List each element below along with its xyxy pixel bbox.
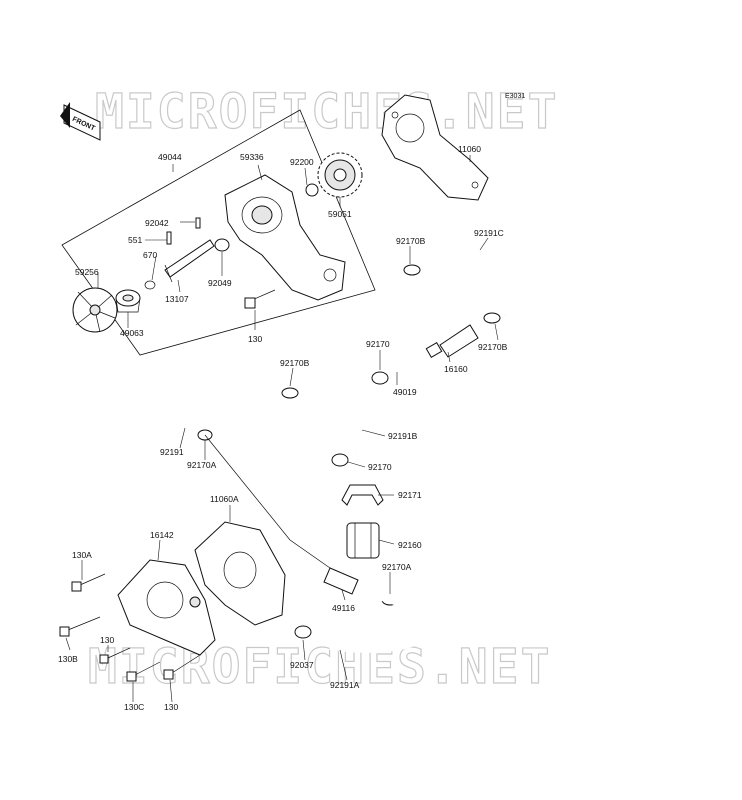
label-92170b-mid: 92170B: [280, 358, 310, 368]
label-92160: 92160: [398, 540, 422, 550]
gasket-11060a-part: [194, 521, 286, 626]
washer-part: [305, 183, 319, 197]
label-92191b: 92191B: [388, 431, 418, 441]
label-59256: 59256: [75, 267, 99, 277]
label-130b: 130B: [58, 654, 78, 664]
label-92200: 92200: [290, 157, 314, 167]
label-130-top: 130: [248, 334, 262, 344]
pump-cover-part: [117, 559, 216, 656]
bushing-part: [214, 238, 230, 252]
shaft-part: [164, 239, 215, 283]
label-92170: 92170: [366, 339, 390, 349]
label-92049: 92049: [208, 278, 232, 288]
clamp-92170-upper: [371, 371, 389, 385]
label-130c: 130C: [124, 702, 144, 712]
label-92170a-left: 92170A: [187, 460, 217, 470]
label-130-bottom: 130: [164, 702, 178, 712]
bolt-130-left-part: [99, 647, 131, 664]
bolt-130a-part: [71, 573, 106, 592]
label-130a: 130A: [72, 550, 92, 560]
pump-housing-part: [224, 174, 346, 301]
o-ring-part: [144, 280, 156, 290]
bolt-130c-part: [126, 661, 161, 682]
label-59051: 59051: [328, 209, 352, 219]
watermark-bottom: MICROFICHES.NET: [88, 639, 551, 695]
front-arrow-icon: FRONT: [60, 102, 101, 141]
label-92171: 92171: [398, 490, 422, 500]
gasket-part: [381, 94, 489, 201]
clamp-92170b-top: [403, 264, 421, 276]
label-49019: 49019: [393, 387, 417, 397]
label-49044: 49044: [158, 152, 182, 162]
clamp-92170b-right: [483, 312, 501, 324]
label-16142: 16142: [150, 530, 174, 540]
label-92170b-top: 92170B: [396, 236, 426, 246]
pin-part: [195, 217, 201, 229]
diagram-code: E3031: [505, 93, 525, 100]
label-59336: 59336: [240, 152, 264, 162]
clamp-92037: [294, 625, 312, 639]
watermark-top: MICROFICHES.NET: [95, 84, 558, 140]
label-92191a: 92191A: [330, 680, 360, 690]
label-92042: 92042: [145, 218, 169, 228]
label-49063: 49063: [120, 328, 144, 338]
label-92170-lower: 92170: [368, 462, 392, 472]
label-670: 670: [143, 250, 157, 260]
damper-92160-part: [346, 522, 380, 559]
label-11060a: 11060A: [210, 494, 239, 504]
fitting-49116-part: [323, 567, 359, 595]
label-92037: 92037: [290, 660, 314, 670]
clamp-92170-lower: [331, 453, 349, 467]
impeller-part: [72, 287, 118, 333]
pin-551-part: [166, 231, 172, 245]
bolt-130-part: [244, 289, 276, 309]
bracket-92171-part: [341, 484, 384, 506]
label-13107: 13107: [165, 294, 189, 304]
label-92170b-right: 92170B: [478, 342, 508, 352]
leader-lines: [65, 155, 499, 703]
gear-part: [317, 152, 363, 198]
seal-part: [115, 289, 141, 313]
label-92191: 92191: [160, 447, 184, 457]
bolt-130b-part: [59, 616, 101, 637]
label-130-left: 130: [100, 635, 114, 645]
label-551: 551: [128, 235, 142, 245]
label-49116: 49116: [332, 603, 355, 613]
label-92191c: 92191C: [474, 228, 504, 238]
bolt-130-bottom-part: [163, 654, 201, 680]
label-16160: 16160: [444, 364, 468, 374]
label-92170a-right: 92170A: [382, 562, 412, 572]
label-11060: 11060: [458, 144, 481, 154]
clamp-92170b-mid: [281, 387, 299, 399]
fitting-16160-part: [425, 324, 479, 359]
